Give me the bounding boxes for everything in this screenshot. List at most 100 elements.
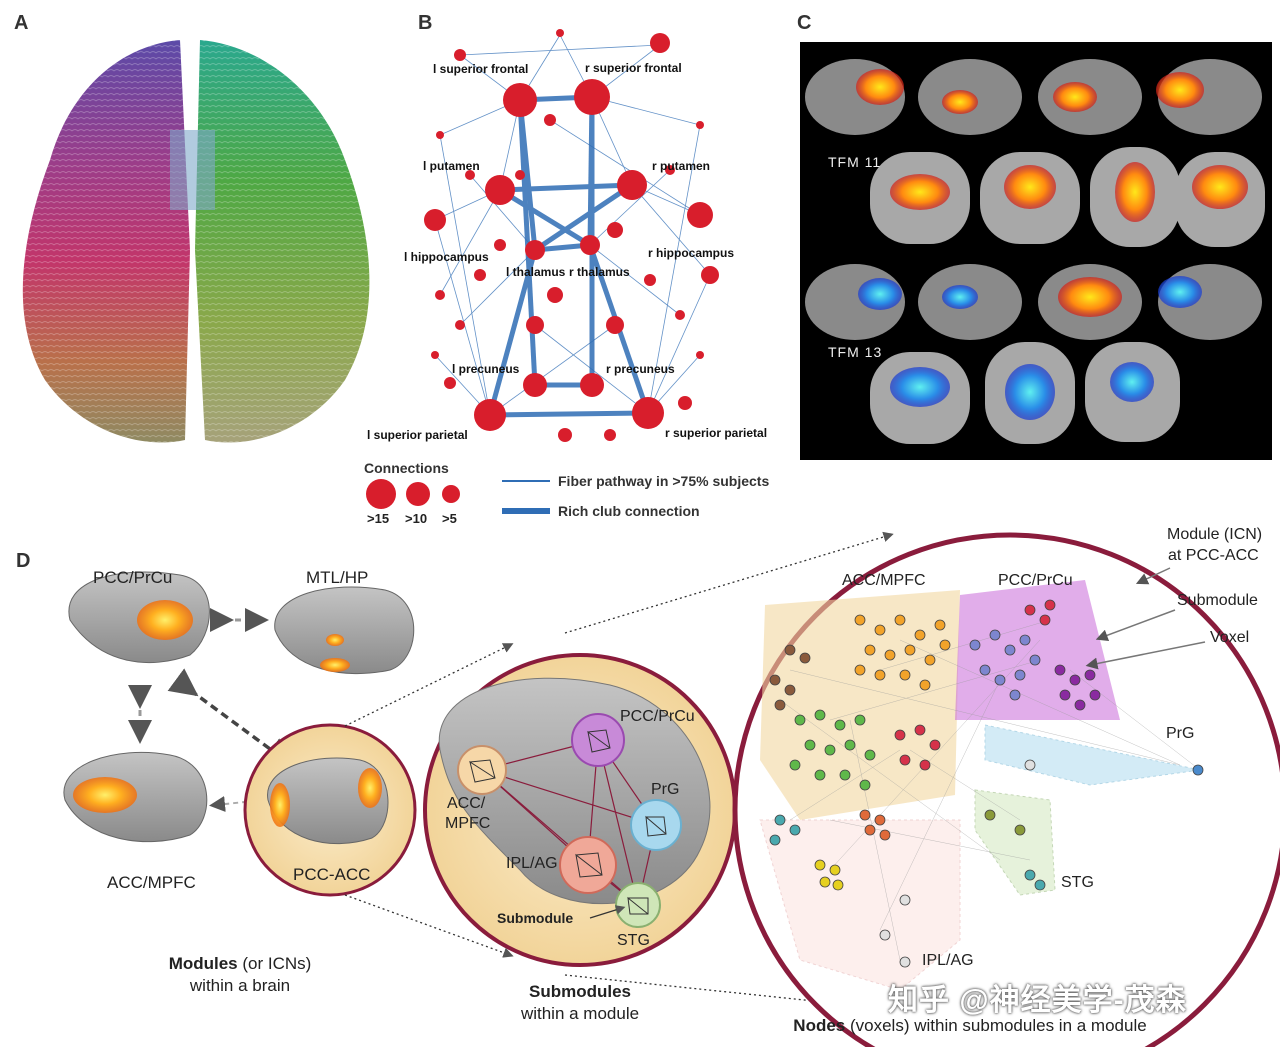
node-l-hippocampus bbox=[424, 209, 446, 231]
voxels-teal bbox=[769, 814, 1046, 891]
caption-modules-rest: (or ICNs) bbox=[237, 954, 312, 973]
label-r-precuneus: r precuneus bbox=[606, 362, 675, 376]
voxels-acc-mpfc bbox=[854, 614, 951, 691]
node-r-thalamus bbox=[580, 235, 600, 255]
label-pcc-prcu-mid: PCC/PrCu bbox=[620, 708, 695, 725]
node-r-putamen bbox=[617, 170, 647, 200]
label-voxel: Voxel bbox=[1210, 629, 1250, 646]
legend-rich-club: Rich club connection bbox=[558, 503, 700, 519]
label-submodule-right: Submodule bbox=[1177, 592, 1258, 609]
node-r-hippocampus bbox=[687, 202, 713, 228]
prg-hull bbox=[984, 724, 1201, 786]
caption-nodes-bold: Nodes bbox=[793, 1016, 846, 1035]
label-stg-mid: STG bbox=[617, 932, 650, 949]
panel-b-rich-club-network bbox=[424, 29, 719, 442]
label-l-superior-frontal: l superior frontal bbox=[433, 62, 529, 76]
label-l-precuneus: l precuneus bbox=[452, 362, 520, 376]
pointer-module bbox=[1135, 567, 1171, 585]
legend-connections-title: Connections bbox=[364, 460, 449, 476]
pointer-submodule bbox=[1095, 609, 1176, 641]
caption-submodules: Submodules within a module bbox=[480, 981, 680, 1025]
node-l-precuneus bbox=[523, 373, 547, 397]
panel-c-letter: C bbox=[797, 12, 812, 34]
label-prg-mid: PrG bbox=[651, 781, 680, 798]
panel-a-letter: A bbox=[14, 12, 29, 34]
caption-submodules-line2: within a module bbox=[520, 1004, 640, 1023]
panel-d-letter: D bbox=[16, 550, 31, 572]
caption-submodules-bold: Submodules bbox=[528, 982, 631, 1001]
label-pcc-prcu-left: PCC/PrCu bbox=[93, 568, 173, 587]
label-stg-right: STG bbox=[1061, 874, 1094, 891]
submodule-pointer bbox=[589, 905, 626, 919]
node-r-superior-parietal bbox=[632, 397, 664, 429]
voxels-brown bbox=[769, 644, 811, 711]
voxels-purple bbox=[1054, 664, 1101, 711]
label-r-putamen: r putamen bbox=[652, 159, 711, 173]
caption-nodes: Nodes (voxels) within submodules in a mo… bbox=[755, 1015, 1185, 1037]
label-tfm-11: TFM 11 bbox=[828, 154, 882, 170]
node-l-thalamus bbox=[525, 240, 545, 260]
voxels-green bbox=[789, 709, 876, 791]
label-module-icn-2: at PCC-ACC bbox=[1168, 547, 1259, 564]
ipl-ag-hull bbox=[759, 819, 961, 991]
pcc-prcu-hull bbox=[955, 580, 1120, 720]
corpus-callosum bbox=[170, 130, 215, 210]
middle-brain bbox=[438, 677, 711, 905]
panel-c-fmri-maps: TFM 11 TFM 13 bbox=[800, 42, 1272, 460]
legend-line-samples bbox=[502, 480, 550, 514]
panel-b-letter: B bbox=[418, 12, 433, 34]
watermark-text: 知乎 @神经美学-茂森 bbox=[888, 984, 1187, 1017]
label-module-icn-1: Module (ICN) bbox=[1167, 526, 1263, 543]
tfm11-slice-row bbox=[870, 147, 1265, 247]
brain-mtl-hp bbox=[274, 586, 415, 675]
node-r-superior-frontal bbox=[574, 79, 610, 115]
legend-node-sizes bbox=[366, 479, 460, 509]
label-ipl-ag-right: IPL/AG bbox=[922, 952, 974, 969]
label-acc-mpfc-left: ACC/MPFC bbox=[107, 873, 196, 892]
tfm11-surface-row bbox=[805, 59, 1262, 135]
legend-size-15: >15 bbox=[367, 511, 390, 526]
network-nodes bbox=[424, 29, 719, 442]
label-l-superior-parietal: l superior parietal bbox=[367, 428, 468, 442]
voxels-gray bbox=[879, 759, 1036, 968]
label-pcc-acc: PCC-ACC bbox=[293, 865, 371, 884]
label-pcc-prcu-right: PCC/PrCu bbox=[998, 572, 1073, 589]
node-l-putamen bbox=[485, 175, 515, 205]
voxels-red bbox=[894, 599, 1056, 771]
tfm13-surface-row bbox=[805, 264, 1262, 340]
caption-modules-line2: within a brain bbox=[189, 976, 291, 995]
label-l-thalamus: l thalamus bbox=[506, 265, 566, 279]
voxel-edges bbox=[779, 619, 1201, 961]
label-l-hippocampus: l hippocampus bbox=[404, 250, 489, 264]
voxel-nodes bbox=[769, 599, 1204, 968]
node-r-precuneus bbox=[580, 373, 604, 397]
label-l-putamen: l putamen bbox=[423, 159, 480, 173]
caption-nodes-rest: (voxels) within submodules in a module bbox=[845, 1016, 1147, 1035]
label-submodule-mid: Submodule bbox=[497, 910, 574, 926]
caption-modules: Modules (or ICNs) within a brain bbox=[130, 953, 350, 997]
label-acc-mid: ACC/ bbox=[447, 795, 486, 812]
left-modules bbox=[63, 571, 415, 843]
fmri-brain-slices bbox=[805, 59, 1265, 444]
label-tfm-13: TFM 13 bbox=[828, 344, 883, 360]
voxels-orange-red bbox=[859, 809, 891, 841]
panel-d-hierarchy-diagram bbox=[63, 531, 1280, 1047]
label-r-hippocampus: r hippocampus bbox=[648, 246, 735, 260]
voxel-prg bbox=[1192, 764, 1204, 776]
pointer-voxel bbox=[1085, 641, 1206, 670]
caption-modules-bold: Modules bbox=[168, 954, 238, 973]
legend-fiber-pathway: Fiber pathway in >75% subjects bbox=[558, 473, 770, 489]
voxels-blue bbox=[969, 629, 1041, 701]
node-l-superior-parietal bbox=[474, 399, 506, 431]
submodule-inner-nodes bbox=[469, 729, 667, 915]
voxels-olive bbox=[984, 809, 1026, 836]
label-mtl-hp: MTL/HP bbox=[306, 568, 369, 587]
label-r-thalamus: r thalamus bbox=[569, 265, 630, 279]
label-r-superior-frontal: r superior frontal bbox=[585, 61, 682, 75]
legend-size-10: >10 bbox=[405, 511, 428, 526]
label-prg-right: PrG bbox=[1166, 725, 1195, 742]
label-mpfc-mid: MPFC bbox=[445, 815, 491, 832]
label-ipl-ag-mid: IPL/AG bbox=[506, 855, 558, 872]
voxels-yellow bbox=[814, 859, 844, 891]
tfm13-slice-row bbox=[870, 342, 1180, 444]
